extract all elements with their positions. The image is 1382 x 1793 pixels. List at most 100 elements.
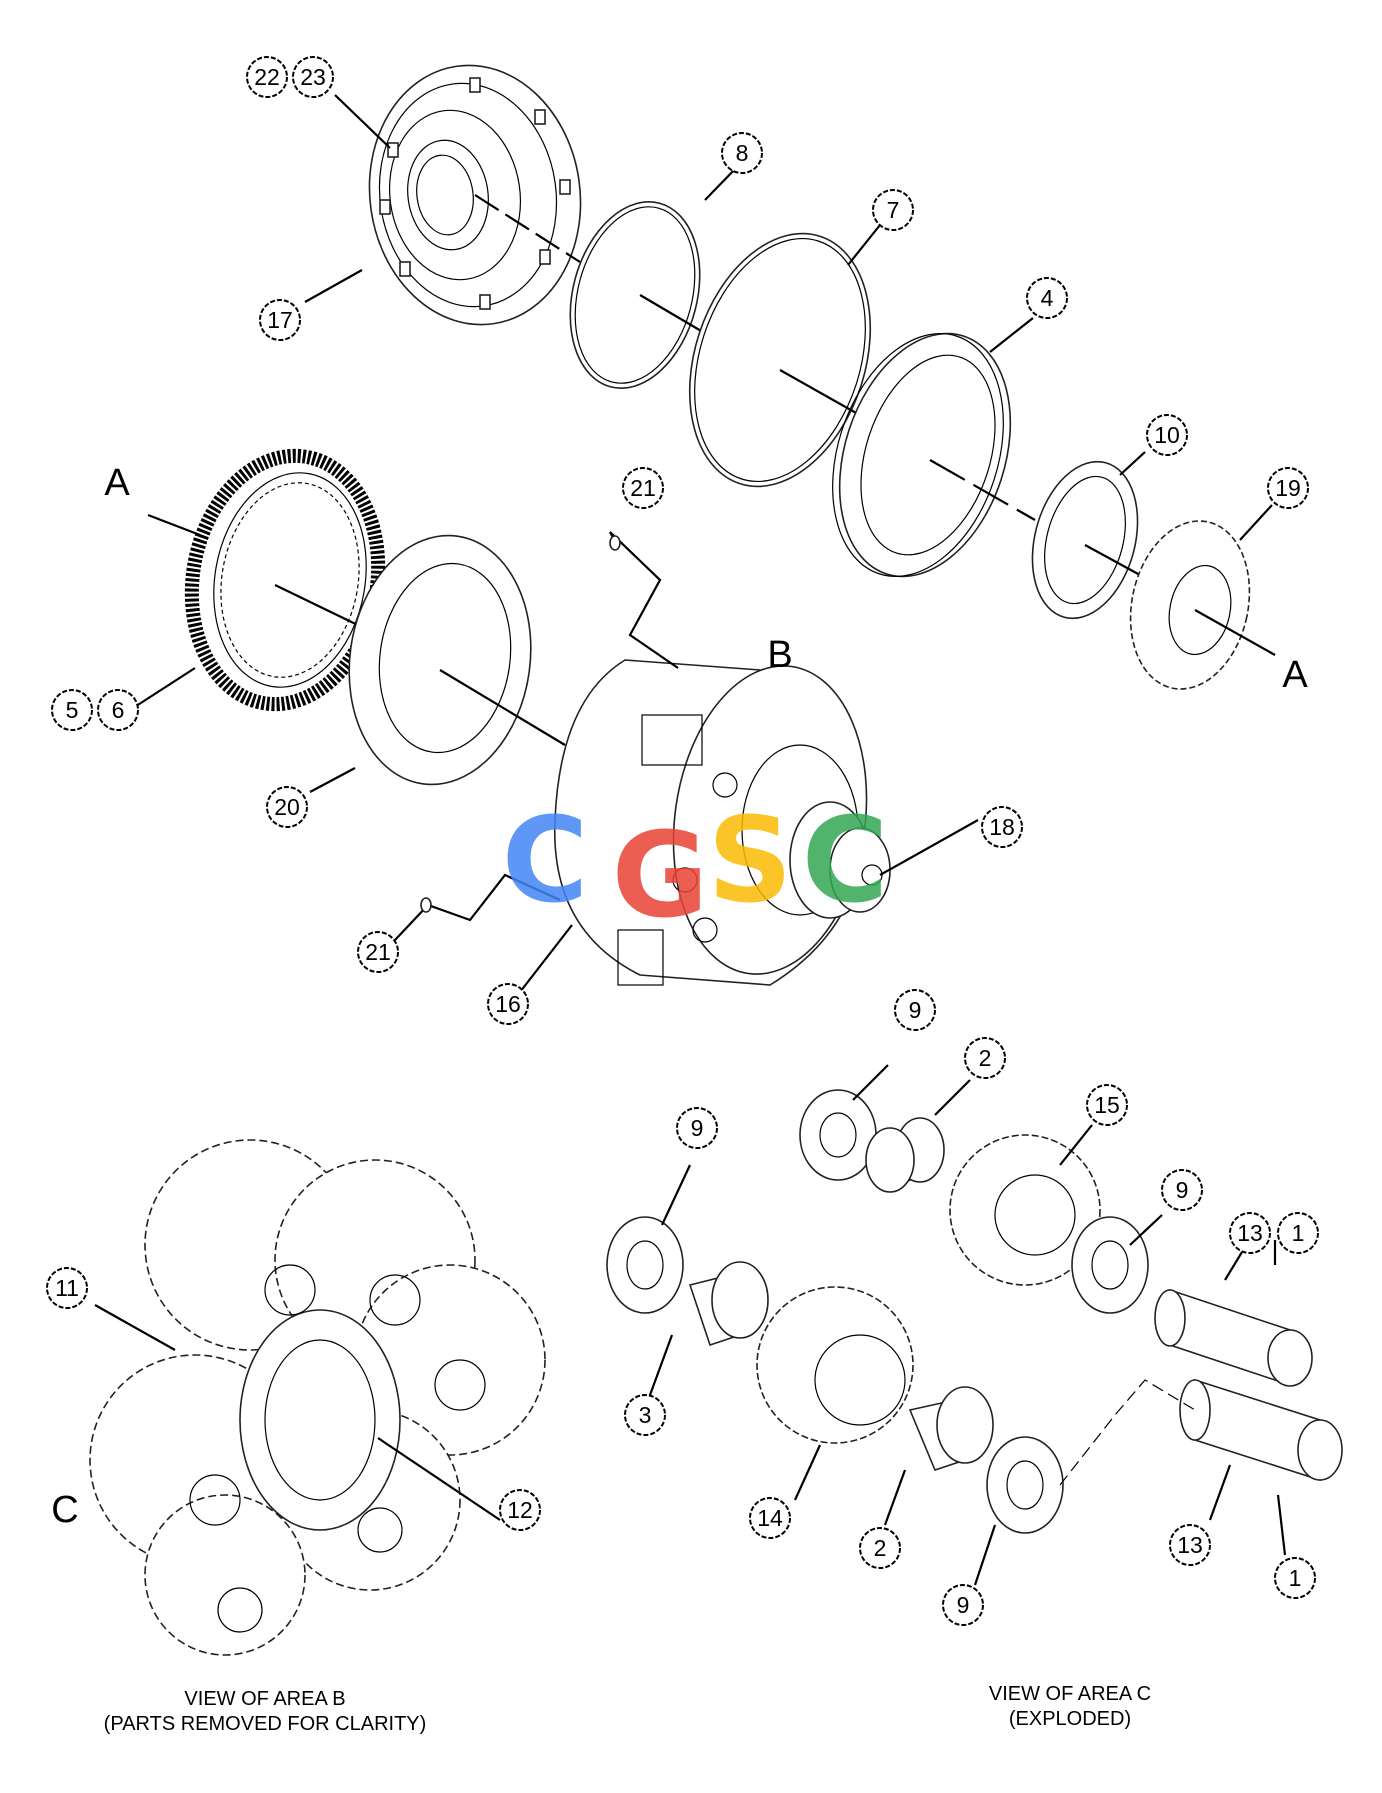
leader-line: [394, 873, 561, 941]
bearing-sleeve-part: [865, 1117, 945, 1193]
svg-text:21: 21: [365, 939, 391, 965]
callout-7: 7: [872, 189, 914, 231]
caption-area-c-subtitle: (EXPLODED): [1009, 1708, 1131, 1730]
leader-line: [704, 166, 738, 201]
leader-line: [793, 1444, 822, 1501]
leader-line: [661, 1164, 691, 1226]
leader-line: [852, 1064, 889, 1101]
svg-text:1: 1: [1289, 1565, 1302, 1591]
caption-area-b-subtitle: (PARTS REMOVED FOR CLARITY): [104, 1713, 427, 1735]
callout-2-lower: 2: [859, 1527, 901, 1569]
center-axis-line: [474, 194, 581, 263]
callout-13-lower: 13: [1169, 1524, 1211, 1566]
callout-4: 4: [1026, 277, 1068, 319]
svg-text:2: 2: [979, 1045, 992, 1071]
svg-text:16: 16: [495, 991, 521, 1017]
callout-14: 14: [749, 1497, 791, 1539]
watermark-letter: G: [612, 806, 709, 944]
leader-line: [1224, 1251, 1243, 1281]
watermark-letter: S: [708, 791, 793, 929]
svg-text:14: 14: [757, 1505, 783, 1531]
leader-line: [1119, 451, 1146, 476]
svg-text:9: 9: [909, 997, 922, 1023]
callout-22: 22: [246, 56, 288, 98]
callout-9-upper: 9: [894, 989, 936, 1031]
leader-line: [1208, 1464, 1232, 1521]
svg-text:17: 17: [267, 307, 293, 333]
leader-line: [989, 317, 1034, 353]
svg-text:11: 11: [55, 1275, 79, 1301]
leader-line: [879, 819, 979, 876]
planet-gear-part: [756, 1286, 914, 1444]
leader-line: [147, 513, 201, 537]
thrust-washer-part: [799, 1089, 877, 1181]
callout-21-lower: 21: [357, 931, 399, 973]
thrust-washer-part: [986, 1436, 1064, 1534]
bearing-sleeve-part: [688, 1261, 769, 1347]
svg-text:9: 9: [957, 1592, 970, 1618]
leader-line: [309, 767, 356, 793]
section-letter-a-left: A: [104, 462, 130, 504]
callout-16: 16: [487, 983, 529, 1025]
leader-line: [519, 924, 573, 993]
center-axis-line: [1194, 609, 1276, 656]
planet-shaft-part: [1179, 1378, 1343, 1482]
leader-line: [883, 1469, 907, 1526]
svg-text:23: 23: [300, 64, 326, 90]
callout-20: 20: [266, 786, 308, 828]
callout-3: 3: [624, 1394, 666, 1436]
svg-text:13: 13: [1177, 1532, 1203, 1558]
svg-text:21: 21: [630, 475, 656, 501]
svg-text:2: 2: [874, 1535, 887, 1561]
leader-line: [129, 667, 196, 711]
svg-text:15: 15: [1094, 1092, 1120, 1118]
center-axis-line: [1084, 544, 1141, 576]
center-axis-line: [929, 459, 1036, 521]
callout-5: 5: [51, 689, 93, 731]
leader-line: [609, 531, 679, 669]
callout-11: 11: [46, 1267, 88, 1309]
caption-area-c-title: VIEW OF AREA C: [989, 1683, 1151, 1705]
piston-part: [838, 332, 1012, 578]
svg-text:9: 9: [691, 1115, 704, 1141]
planet-carrier-part: [553, 659, 891, 986]
planet-gear-part: [949, 1134, 1101, 1286]
leader-line: [648, 1334, 674, 1396]
callout-13-upper: 13: [1229, 1212, 1271, 1254]
callout-9-lower: 9: [942, 1584, 984, 1626]
leader-line: [1276, 1494, 1287, 1556]
svg-text:19: 19: [1275, 475, 1301, 501]
o-ring-part: [569, 201, 701, 389]
leader-line: [973, 1524, 997, 1586]
svg-text:13: 13: [1237, 1220, 1263, 1246]
callout-1-lower: 1: [1274, 1557, 1316, 1599]
washer-part: [1031, 460, 1139, 620]
gear-part: [1129, 520, 1251, 690]
svg-text:3: 3: [639, 1402, 652, 1428]
dowel-pin-part: [609, 535, 621, 551]
svg-text:22: 22: [254, 64, 280, 90]
callout-21-upper: 21: [622, 467, 664, 509]
thrust-washer-part: [1071, 1216, 1149, 1314]
center-axis-line: [779, 369, 866, 419]
svg-text:7: 7: [887, 197, 900, 223]
callout-2-upper: 2: [964, 1037, 1006, 1079]
section-letter-a-right: A: [1282, 654, 1308, 696]
watermark-letter: C: [802, 791, 889, 929]
thrust-washer-part: [606, 1216, 684, 1314]
leader-line: [304, 269, 363, 303]
leader-line: [847, 224, 881, 266]
svg-text:1: 1: [1292, 1220, 1305, 1246]
leader-line: [377, 1437, 501, 1521]
section-letter-b: B: [767, 634, 792, 676]
callout-23: 23: [292, 56, 334, 98]
leader-line: [334, 94, 391, 149]
center-axis-line: [274, 584, 369, 631]
callout-18: 18: [981, 806, 1023, 848]
callout-9-left: 9: [676, 1107, 718, 1149]
leader-line: [94, 1304, 176, 1351]
callout-12: 12: [499, 1489, 541, 1531]
svg-text:10: 10: [1154, 422, 1180, 448]
callout-10: 10: [1146, 414, 1188, 456]
